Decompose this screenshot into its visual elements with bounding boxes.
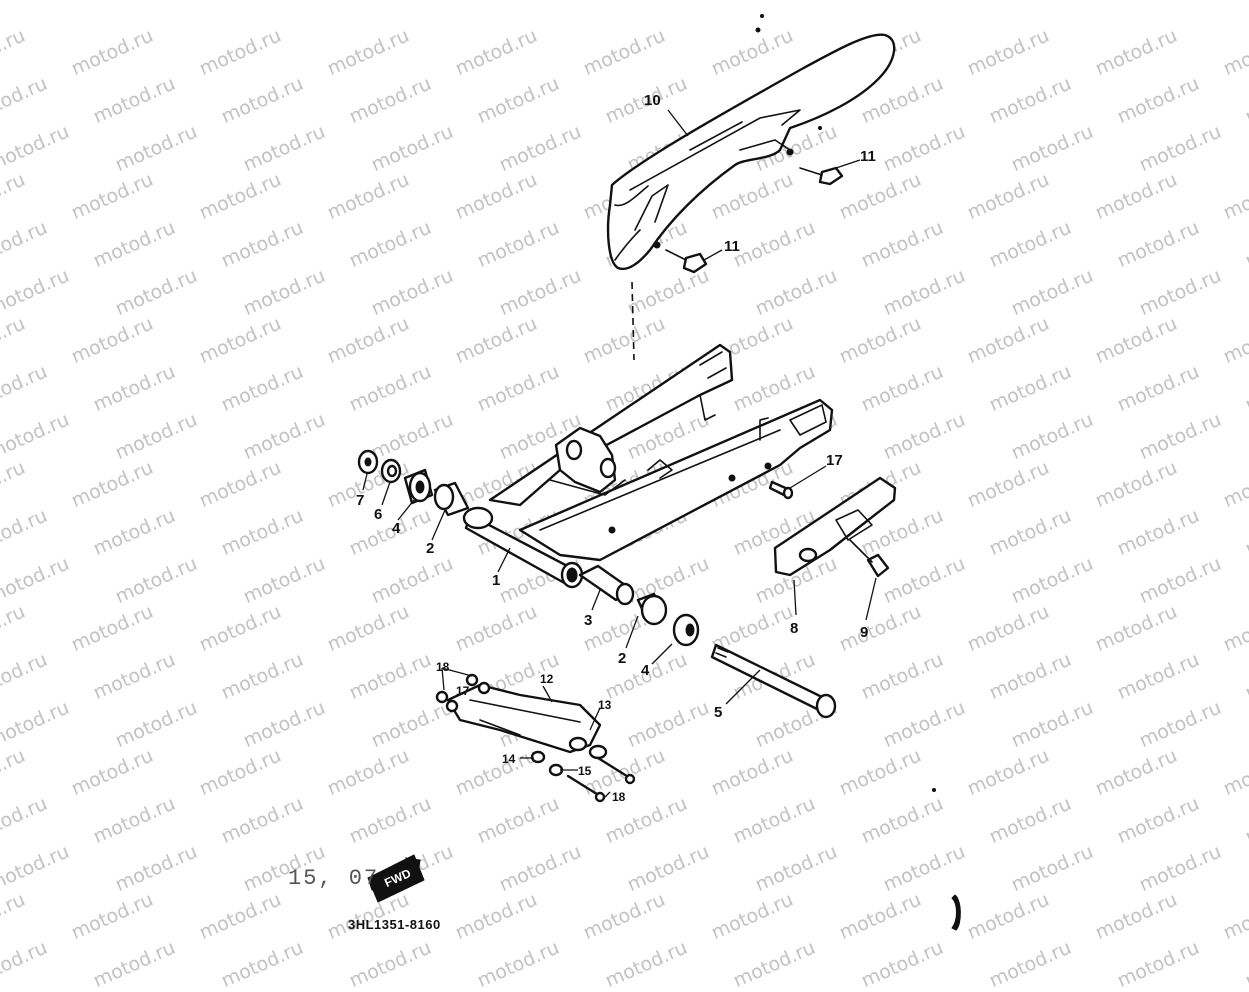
washer-14 — [530, 750, 546, 764]
pivot-shaft-5 — [710, 643, 837, 719]
watermark-text: motod.ru — [90, 936, 179, 992]
watermark-text: motod.ru — [346, 936, 435, 992]
callout-18: 18 — [436, 660, 450, 674]
callout-1: 1 — [492, 572, 501, 589]
watermark-text: motod.ru — [474, 936, 563, 992]
chain-guide-8 — [773, 476, 897, 577]
callout-10: 10 — [644, 92, 661, 109]
callout-6: 6 — [374, 506, 383, 523]
callout-9: 9 — [860, 624, 869, 641]
callout-14: 14 — [502, 752, 516, 766]
scan-artefacts — [755, 14, 961, 931]
nuts-18-17-upper — [435, 673, 491, 713]
chain-slider-12 — [446, 683, 602, 754]
callout-4: 4 — [641, 662, 650, 679]
watermark-text: motod.ru — [730, 936, 819, 992]
chain-case-part — [606, 33, 896, 271]
callout-18: 18 — [612, 790, 626, 804]
watermark-text: motod.ru — [986, 936, 1075, 992]
bearing-4-upper — [403, 468, 434, 505]
scan-mark: 15, 07 — [288, 866, 380, 891]
watermark-text: motod.ru — [0, 936, 51, 992]
callout-7: 7 — [356, 492, 365, 509]
watermark-text: motod.ru — [1114, 936, 1203, 992]
bolt-11-upper — [799, 166, 844, 186]
callout-2: 2 — [426, 540, 435, 557]
callout-17: 17 — [826, 452, 843, 469]
collar-13 — [568, 736, 608, 760]
swingarm-part — [462, 343, 834, 589]
watermark-text: motod.ru — [602, 936, 691, 992]
bearing-4-lower — [672, 613, 700, 647]
bushing-2-upper — [433, 481, 470, 517]
callout-4: 4 — [392, 520, 401, 537]
callout-2: 2 — [618, 650, 627, 667]
bolt-11-lower — [665, 249, 708, 274]
watermark-text: motod.ru — [858, 936, 947, 992]
nut-7 — [357, 449, 379, 475]
screw-9 — [849, 539, 890, 578]
callout-8: 8 — [790, 620, 799, 637]
washer-6 — [380, 458, 402, 484]
callout-11: 11 — [724, 238, 740, 255]
leader-lines — [362, 109, 877, 799]
callout-5: 5 — [714, 704, 723, 721]
fwd-arrow-icon — [367, 854, 425, 903]
swingarm-exploded-drawing — [357, 14, 961, 931]
bolts-18-lower — [566, 756, 636, 803]
bolt-17-upper — [768, 480, 794, 500]
bushing-2-lower — [636, 592, 668, 626]
collar-3 — [578, 564, 635, 606]
diagram-stage: motod.ru motod.ru motod.ru motod.ru motod.ru… — [0, 14, 1249, 992]
drawing-code: 3HL1351-8160 — [348, 917, 441, 932]
callout-13: 13 — [598, 698, 612, 712]
callout-17: 17 — [456, 684, 470, 698]
alignment-line — [631, 281, 635, 361]
callout-15: 15 — [578, 764, 592, 778]
watermark-text: motod.ru — [1242, 936, 1249, 992]
callout-3: 3 — [584, 612, 593, 629]
callout-11: 11 — [860, 148, 876, 165]
callout-12: 12 — [540, 672, 554, 686]
watermark-text: motod.ru — [218, 936, 307, 992]
